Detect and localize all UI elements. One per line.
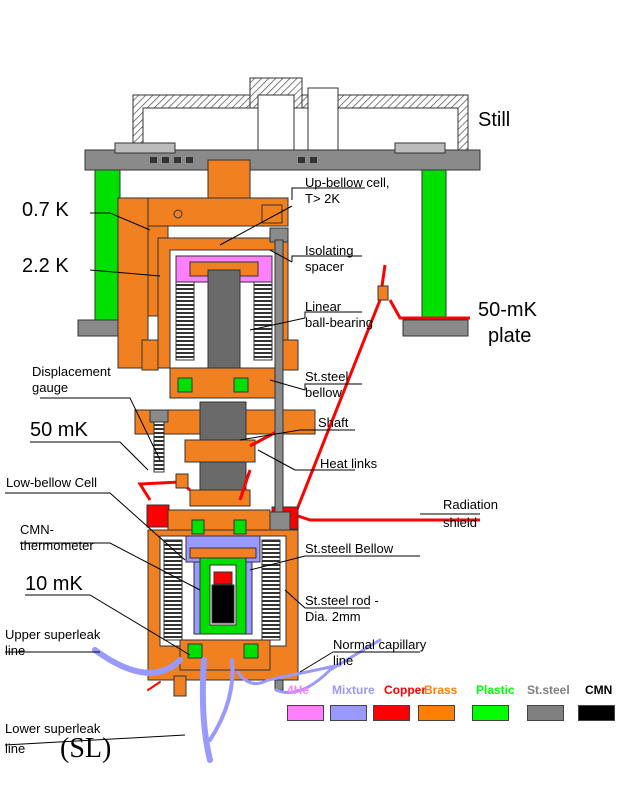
label-50mk: 50 mK bbox=[30, 419, 88, 441]
sl-label: (SL) bbox=[60, 733, 112, 764]
isolating-label-2: spacer bbox=[305, 259, 345, 274]
legend-label-brass: Brass bbox=[424, 683, 458, 697]
mk50-plate-label-2: plate bbox=[488, 325, 532, 347]
legend-swatch-cmn bbox=[578, 705, 615, 721]
radiation-label-2: shield bbox=[443, 515, 477, 530]
lower-superleak-label-2: line bbox=[5, 741, 26, 756]
ststeel-bellow-label-1: St.steel bbox=[305, 369, 349, 384]
mid-flange bbox=[141, 339, 299, 399]
cmn-label-1: CMN- bbox=[20, 522, 54, 537]
legend-swatch-copper bbox=[373, 705, 410, 721]
displacement-gauge bbox=[149, 409, 169, 473]
shaft-label: Shaft bbox=[318, 415, 349, 430]
legend-label-he4: 4He bbox=[287, 683, 310, 697]
legend-swatch-ststeel bbox=[527, 705, 564, 721]
legend-label-ststeel: St.steel bbox=[527, 683, 570, 697]
up-bellow-label-2: T> 2K bbox=[305, 191, 341, 206]
lower-superleak-label-1: Lower superleak bbox=[5, 721, 101, 736]
isolating-label-1: Isolating bbox=[305, 243, 354, 258]
label-10mk: 10 mK bbox=[25, 573, 83, 595]
low-bellow-cell bbox=[147, 509, 299, 697]
label-2-2k: 2.2 K bbox=[22, 255, 69, 277]
legend-label-plastic: Plastic bbox=[476, 683, 515, 697]
rod-label-2: Dia. 2mm bbox=[305, 609, 361, 624]
legend-label-copper: Copper bbox=[384, 683, 426, 697]
normal-capillary-label-2: line bbox=[333, 653, 354, 668]
upper-superleak-label-2: line bbox=[5, 643, 26, 658]
legend-swatch-he4 bbox=[287, 705, 324, 721]
linear-label-1: Linear bbox=[305, 299, 342, 314]
capillary-lines bbox=[92, 638, 382, 763]
rod-label-1: St.steel rod - bbox=[305, 593, 379, 608]
displacement-label-2: gauge bbox=[32, 380, 69, 395]
plastic-posts bbox=[94, 169, 447, 321]
legend-swatch-plastic bbox=[472, 705, 509, 721]
legend-swatch-brass bbox=[418, 705, 455, 721]
legend-swatch-mixture bbox=[330, 705, 367, 721]
heat-links-label: Heat links bbox=[320, 456, 378, 471]
label-0-7k: 0.7 K bbox=[22, 199, 69, 221]
ststeel-bellow-label-2: bellow bbox=[305, 385, 342, 400]
legend-label-cmn: CMN bbox=[585, 683, 613, 697]
still-label: Still bbox=[478, 109, 511, 131]
linear-bearing bbox=[207, 269, 241, 369]
up-bellow-label-1: Up-bellow cell, bbox=[305, 175, 390, 190]
still-top bbox=[84, 77, 481, 171]
radiation-label-1: Radiation bbox=[443, 497, 498, 512]
upper-bellows bbox=[175, 281, 273, 361]
upper-superleak-label-1: Upper superleak bbox=[5, 627, 101, 642]
mk50-plate-label-1: 50-mK bbox=[478, 299, 537, 321]
leader-lines bbox=[4, 187, 480, 746]
cmn-label-2: thermometer bbox=[20, 538, 94, 553]
normal-capillary-label-1: Normal capillary bbox=[333, 637, 427, 652]
low-bellow-label: Low-bellow Cell bbox=[6, 475, 98, 490]
steell-bellow-label: St.steell Bellow bbox=[305, 541, 394, 556]
displacement-label-1: Displacement bbox=[32, 364, 111, 379]
linear-label-2: ball-bearing bbox=[305, 315, 373, 330]
legend-label-mixture: Mixture bbox=[332, 683, 375, 697]
